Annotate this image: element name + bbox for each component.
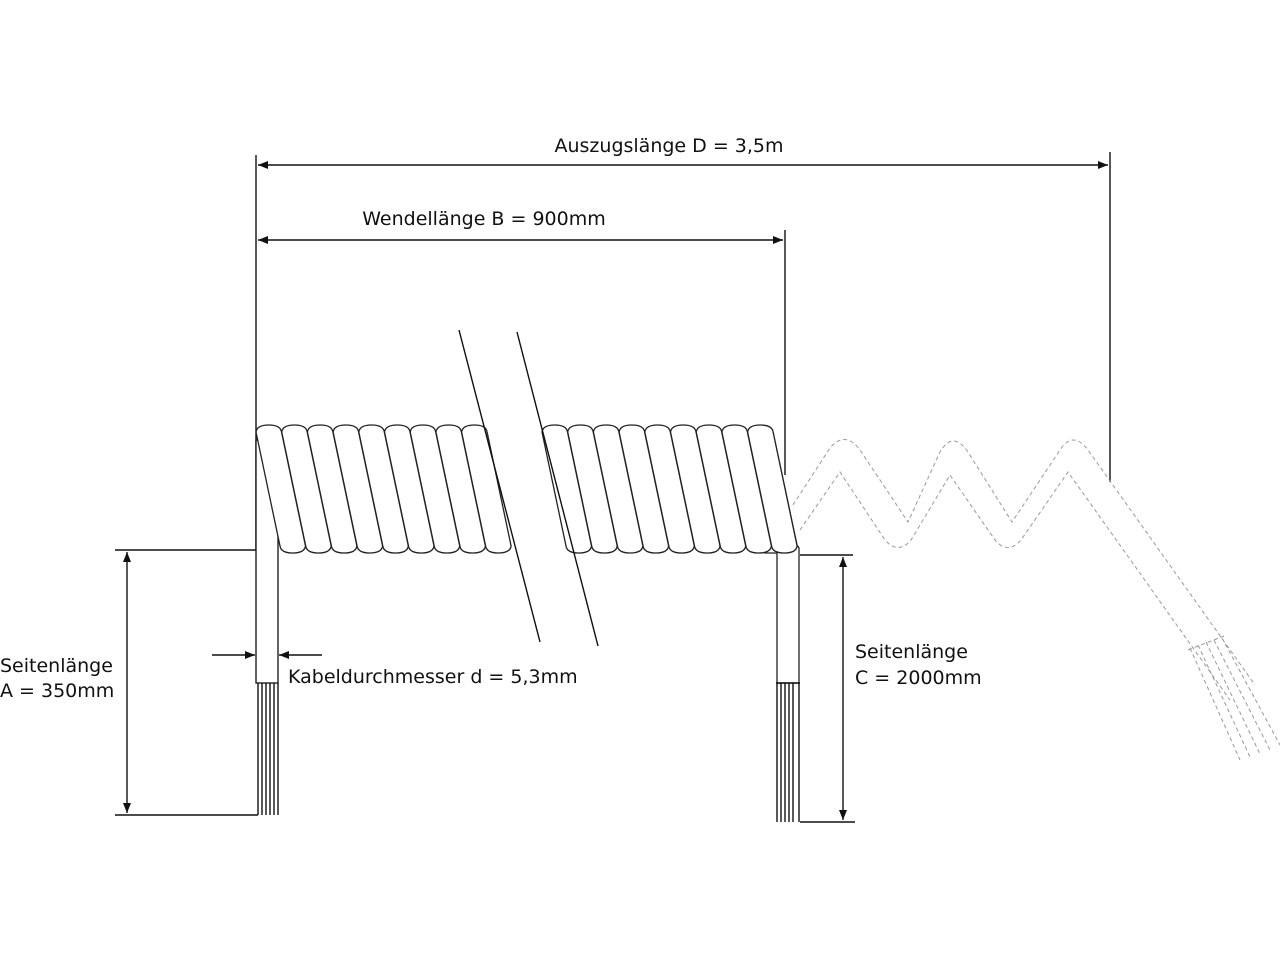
coil-turn	[541, 424, 593, 554]
coil-length-label: Wendellänge B = 900mm	[362, 208, 606, 230]
break-lines	[458, 329, 599, 647]
side-length-a-value: A = 350mm	[0, 680, 114, 702]
dimension-side-length-a: Seitenlänge A = 350mm	[0, 549, 258, 816]
cable-diameter-label: Kabeldurchmesser d = 5,3mm	[288, 666, 578, 688]
coil-turn	[409, 424, 461, 554]
coil-turn	[644, 424, 695, 554]
coil-turn	[721, 424, 773, 554]
left-wires	[257, 683, 279, 815]
side-length-c-label: Seitenlänge	[855, 641, 968, 663]
coil-turn	[435, 424, 487, 554]
dimension-cable-diameter: Kabeldurchmesser d = 5,3mm	[212, 651, 578, 688]
coil-turn	[358, 424, 409, 554]
dimension-side-length-c: Seitenlänge C = 2000mm	[800, 554, 982, 823]
coil-turn	[460, 424, 512, 554]
extension-length-label: Auszugslänge D = 3,5m	[554, 135, 783, 157]
coil-turn	[332, 424, 384, 554]
side-length-a-label: Seitenlänge	[0, 655, 113, 677]
coil-right-section	[541, 424, 798, 554]
coil-turn	[746, 424, 798, 554]
side-length-c-value: C = 2000mm	[855, 667, 982, 689]
coil-turn	[592, 424, 644, 554]
coil-turn	[255, 424, 307, 554]
coil-turn	[306, 424, 358, 554]
coil-turn	[669, 424, 721, 554]
coil-turn	[618, 424, 670, 554]
coil-turn	[281, 424, 332, 554]
coil-turn	[567, 424, 618, 554]
coil-turn	[383, 424, 435, 554]
coil-turn	[695, 424, 747, 554]
coil-left-section	[255, 424, 512, 554]
dimension-coil-length: Wendellänge B = 900mm	[258, 208, 786, 475]
extended-coil-outline	[792, 439, 1280, 761]
right-wires	[776, 682, 800, 822]
